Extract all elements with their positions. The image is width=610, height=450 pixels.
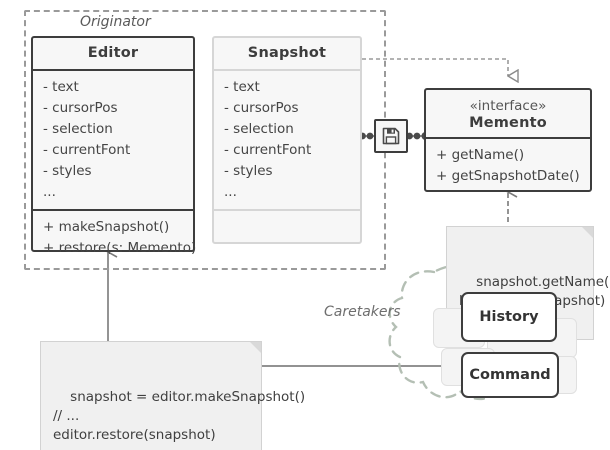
caretaker-box-command[interactable]: Command [461,352,559,398]
memento-methods-compartment: + getName() + getSnapshotDate() [426,137,590,193]
snapshot-attribute: - text [224,79,260,95]
memento-title-compartment: «interface» Memento [426,90,590,137]
memento-stereotype: «interface» [469,98,547,114]
caretaker-box-history[interactable]: History [461,292,557,342]
note-originator-text: snapshot = editor.makeSnapshot() // ... … [53,389,306,443]
snapshot-methods-compartment [214,209,360,237]
memento-method: + getName() [436,147,525,164]
originator-frame-label: Originator [80,14,151,30]
interface-memento[interactable]: «interface» Memento + getName() + getSna… [424,88,592,192]
snapshot-class-name: Snapshot [247,45,327,61]
class-editor[interactable]: Editor - text - cursorPos - selection - … [31,36,196,256]
snapshot-attributes-compartment: - text - cursorPos - selection - current… [214,69,360,209]
memento-interface-name: Memento [469,115,547,132]
editor-attribute: ... [43,184,56,200]
editor-method: + restore(s: Memento) [43,240,197,256]
snapshot-attribute: - cursorPos [224,100,299,116]
caretaker-box-command-label: Command [469,367,551,383]
editor-attribute: - currentFont [43,142,131,158]
editor-attribute: - text [43,79,79,95]
note-dogear-icon [250,342,261,353]
snapshot-attribute: ... [224,184,237,200]
editor-title-compartment: Editor [33,38,193,69]
editor-class-name: Editor [87,45,139,61]
snapshot-attribute: - selection [224,121,294,137]
snapshot-title-compartment: Snapshot [214,38,360,69]
editor-methods-compartment: + makeSnapshot() + restore(s: Memento) [33,209,197,265]
snapshot-attribute: - styles [224,163,273,179]
editor-attribute: - selection [43,121,113,137]
editor-attributes-compartment: - text - cursorPos - selection - current… [33,69,193,209]
note-dogear-icon [582,227,593,238]
editor-attribute: - cursorPos [43,100,118,116]
editor-attribute: - styles [43,163,92,179]
editor-method: + makeSnapshot() [43,219,170,235]
caretaker-box-history-label: History [479,309,539,325]
note-originator-code: snapshot = editor.makeSnapshot() // ... … [40,341,305,450]
snapshot-attribute: - currentFont [224,142,312,158]
memento-method: + getSnapshotDate() [436,168,580,185]
class-snapshot[interactable]: Snapshot - text - cursorPos - selection … [212,36,362,244]
caretakers-region-label: Caretakers [324,304,401,320]
floppy-disk-icon[interactable] [374,119,408,153]
